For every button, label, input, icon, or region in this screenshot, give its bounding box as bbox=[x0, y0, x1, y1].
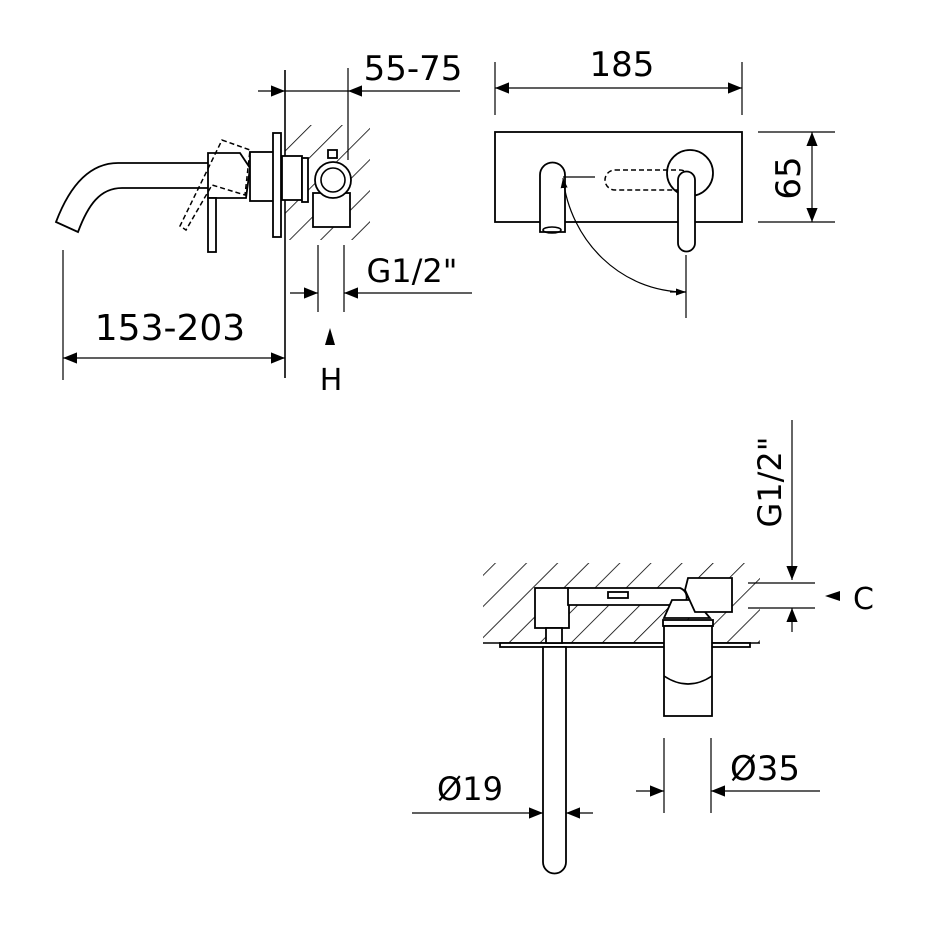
side-view: 55-75 G1/2" H 153-203 bbox=[54, 49, 472, 398]
dim-label-plate-width: 185 bbox=[590, 45, 655, 85]
collar bbox=[301, 157, 309, 203]
valve-body bbox=[249, 151, 276, 202]
rotation-arc bbox=[560, 177, 687, 293]
dim-label-thread: G1/2" bbox=[366, 252, 457, 290]
dim-label-projection: 153-203 bbox=[95, 308, 245, 349]
front-view: 185 65 bbox=[494, 45, 835, 318]
section-marker-c: C bbox=[853, 582, 874, 617]
inlet-nut bbox=[327, 149, 338, 159]
dim-label-thread-vertical: G1/2" bbox=[751, 436, 789, 527]
section-arrow-icon bbox=[325, 328, 335, 345]
wall-flange bbox=[272, 132, 282, 238]
lever-alt-position bbox=[179, 139, 251, 232]
spout-outlet bbox=[542, 226, 562, 234]
top-view: G1/2" C Ø19 Ø35 bbox=[412, 420, 874, 875]
cover-plate bbox=[499, 642, 751, 648]
spout-pipe bbox=[542, 646, 567, 875]
cartridge-collar bbox=[662, 619, 714, 627]
dim-label-plate-height: 65 bbox=[769, 156, 809, 199]
inlet-connector-inner bbox=[320, 167, 346, 193]
dim-label-cartridge-diameter: Ø35 bbox=[730, 749, 800, 789]
dim-label-spout-diameter: Ø19 bbox=[437, 770, 503, 808]
body-screw bbox=[607, 591, 629, 599]
section-arrow-icon bbox=[825, 591, 840, 601]
spout-block bbox=[534, 587, 570, 629]
spout-front bbox=[539, 161, 566, 233]
spout bbox=[54, 162, 211, 234]
lever-handle bbox=[207, 197, 217, 253]
section-marker-h: H bbox=[320, 363, 343, 398]
handle-lever bbox=[677, 170, 696, 253]
cartridge-handle-edge bbox=[663, 675, 713, 685]
sleeve bbox=[281, 155, 303, 201]
spout-neck bbox=[545, 627, 563, 644]
cartridge bbox=[663, 625, 713, 717]
dim-label-wall-depth: 55-75 bbox=[364, 49, 463, 89]
lever-head bbox=[207, 152, 251, 199]
inlet-block bbox=[684, 577, 733, 613]
